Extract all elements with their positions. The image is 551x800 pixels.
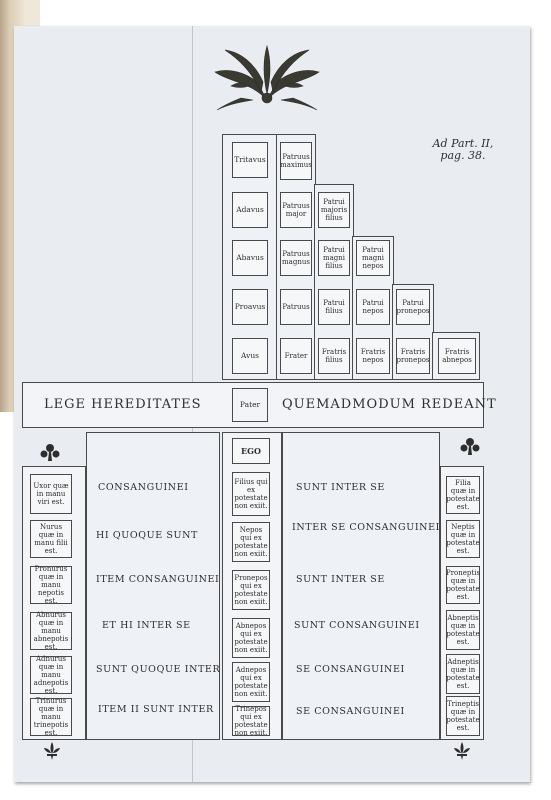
collateral-patruus-maximus: Patruus maximus (280, 142, 312, 180)
collateral-patrui-nepos: Patrui nepos (356, 289, 390, 325)
left-cell-abnurus: Abnurus quæ in manu abnepotis est. (30, 611, 72, 651)
left-cell-uxor: Uxor quæ in manu viri est. (30, 474, 72, 514)
center-cell-trinepos: Trinepos qui ex potestate non exiit. (232, 705, 270, 737)
collateral-patrui-majoris-filius: Patrui majoris filius (318, 192, 350, 228)
phrase-right-row-4: SUNT CONSANGUINEI (294, 620, 420, 631)
phrase-left-row-2: HI QUOQUE SUNT (96, 530, 198, 541)
center-cell-adnepos: Adnepos qui ex potestate non exiit. (232, 662, 270, 702)
fleuron-right-icon (460, 438, 480, 455)
left-cell-pronurus: Pronurus quæ in manu nepotis est. (30, 565, 72, 605)
fleur-de-lis-left-icon (44, 742, 60, 760)
ascendant-adavus: Adavus (232, 192, 268, 228)
left-middle-frame (86, 432, 220, 740)
ascendant-proavus: Proavus (232, 289, 268, 325)
collateral-patrui-filius: Patrui filius (318, 289, 350, 325)
fleuron-left-icon (40, 444, 60, 461)
left-cell-adnurus: Adnurus quæ in manu adnepotis est. (30, 655, 72, 695)
fleur-de-lis-right-icon (454, 742, 470, 760)
phrase-right-row-3: SUNT INTER SE (296, 574, 385, 585)
collateral-patruus: Patruus (280, 289, 312, 325)
title-right: QUEMADMODUM REDEANT (282, 397, 497, 412)
left-cell-trinurus: Trinurus quæ in manu trinepotis est. (30, 697, 72, 737)
right-middle-frame (282, 432, 440, 740)
ascendant-abavus: Abavus (232, 240, 268, 276)
right-cell-proneptis: Proneptis quæ in potestate est. (446, 566, 480, 604)
page-reference-page: pag. 38. (440, 149, 486, 162)
phrase-right-row-5: SE CONSANGUINEI (296, 664, 405, 675)
right-cell-neptis: Neptis quæ in potestate est. (446, 520, 480, 558)
collateral-fratris-abnepos: Fratris abnepos (438, 338, 476, 374)
right-cell-trineptis: Trineptis quæ in potestate est. (446, 696, 480, 736)
phrase-right-row-2: INTER SE CONSANGUINEI (292, 522, 440, 533)
collateral-patruus-magnus: Patruus magnus (280, 240, 312, 276)
phrase-left-row-1: CONSANGUINEI (98, 482, 189, 493)
page-reference-part: Ad Part. II, (432, 137, 494, 150)
center-cell-filius: Filius qui ex potestate non exiit. (232, 472, 270, 516)
collateral-frater: Frater (280, 338, 312, 374)
ego-cell: EGO (232, 438, 270, 464)
center-cell-abnepos: Abnepos qui ex potestate non exiit. (232, 618, 270, 658)
collateral-patrui-pronepos: Patrui pronepos (396, 289, 430, 325)
collateral-patrui-magni-nepos: Patrui magni nepos (356, 240, 390, 276)
page-reference: Ad Part. II, pag. 38. (428, 138, 498, 162)
phrase-right-row-6: SE CONSANGUINEI (296, 706, 405, 717)
center-cell-nepos: Nepos qui ex potestate non exiit. (232, 522, 270, 562)
phrase-left-row-5: SUNT QUOQUE INTER (96, 664, 221, 675)
phrase-left-row-6: ITEM II SUNT INTER (98, 704, 214, 715)
pater-cell: Pater (232, 388, 268, 422)
right-cell-adneptis: Adneptis quæ in potestate est. (446, 654, 480, 694)
collateral-patrui-magni-filius: Patrui magni filius (318, 240, 350, 276)
center-cell-pronepos: Pronepos qui ex potestate non exiit. (232, 570, 270, 610)
collateral-patruus-major: Patruus major (280, 192, 312, 228)
collateral-fratris-pronepos: Fratris pronepos (396, 338, 430, 374)
phrase-left-row-3: ITEM CONSANGUINEI (96, 574, 220, 585)
ascendant-avus: Avus (232, 338, 268, 374)
genealogy-plate: Ad Part. II, pag. 38. Tritavus Adavus Ab… (14, 26, 530, 782)
right-cell-filia: Filia quæ in potestate est. (446, 476, 480, 514)
right-cell-abneptis: Abneptis quæ in potestate est. (446, 610, 480, 650)
phrase-left-row-4: ET HI INTER SE (102, 620, 191, 631)
left-cell-nurus: Nurus quæ in manu filii est. (30, 520, 72, 558)
leaf-wreath-ornament (214, 44, 320, 111)
title-left: LEGE HEREDITATES (44, 397, 202, 412)
collateral-fratris-nepos: Fratris nepos (356, 338, 390, 374)
phrase-right-row-1: SUNT INTER SE (296, 482, 385, 493)
collateral-fratris-filius: Fratris filius (318, 338, 350, 374)
ascendant-tritavus: Tritavus (232, 142, 268, 178)
